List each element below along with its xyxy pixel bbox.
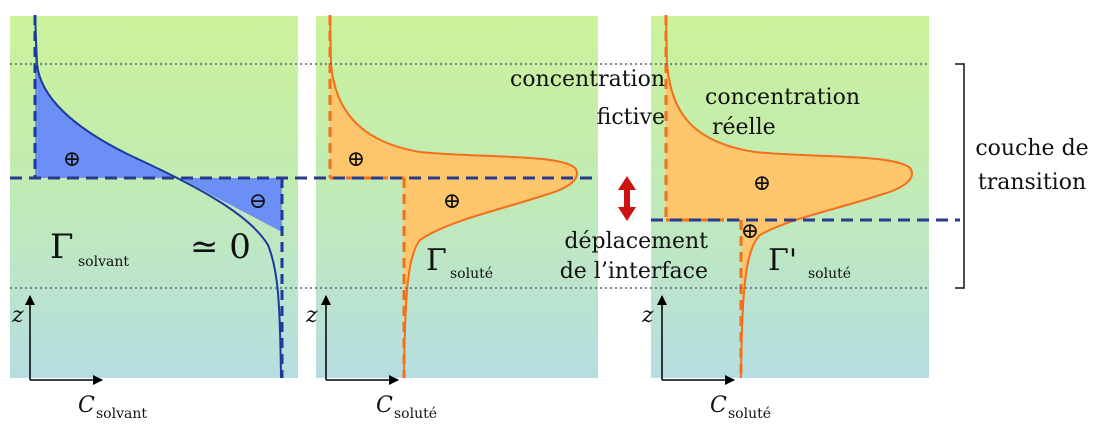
- solvant-negative-area: [180, 178, 282, 232]
- gamma-solute-symbol: Γ: [426, 243, 447, 278]
- axis-c-solute-label: C: [376, 393, 393, 418]
- concentration-reelle-label-line1: concentration: [705, 85, 860, 110]
- plus-sign: ⊕: [753, 171, 771, 196]
- axis-c-solute2-label: C: [710, 393, 727, 418]
- gamma-solvant-subscript: solvant: [78, 254, 129, 270]
- concentration-reelle-label-line2: réelle: [712, 115, 776, 140]
- approx-zero-label: ≃ 0: [190, 227, 251, 267]
- plus-sign: ⊕: [741, 219, 759, 244]
- minus-sign: ⊖: [249, 189, 267, 214]
- axis-z-label: z: [641, 303, 654, 328]
- solvant-profile-curve: [34, 14, 282, 379]
- solute-shifted-profile-curve: [665, 14, 913, 379]
- axis-c-solute2-subscript: soluté: [728, 406, 771, 421]
- gamma-solute-subscript: soluté: [450, 266, 493, 282]
- axis-c-solvant-label: C: [78, 393, 95, 418]
- solute-shifted-peak-area: [666, 15, 912, 378]
- plus-sign: ⊕: [443, 189, 461, 214]
- plus-sign: ⊕: [347, 147, 365, 172]
- axis-z-label: z: [305, 303, 318, 328]
- axes-solute: z C soluté: [305, 295, 437, 422]
- couche-transition-label-line1: couche de: [975, 136, 1088, 161]
- solute-peak-area: [330, 15, 577, 378]
- axis-c-solute-subscript: soluté: [394, 406, 437, 421]
- gamma-solute-prime-symbol: Γ': [768, 243, 797, 278]
- axes-solvant: z C solvant: [11, 295, 147, 422]
- concentration-fictive-label-line1: concentration: [510, 67, 665, 92]
- couche-transition-label-line2: transition: [978, 170, 1086, 195]
- concentration-fictive-label-line2: fictive: [597, 105, 665, 130]
- transition-bracket: [955, 63, 965, 289]
- panel-solute-shifted: ⊕ ⊕ Γ' soluté concentration réelle: [651, 14, 929, 379]
- deplacement-label-line1: déplacement: [564, 229, 708, 254]
- displacement-arrow: [618, 176, 636, 221]
- gamma-solute-prime-subscript: soluté: [808, 266, 851, 282]
- plus-sign: ⊕: [63, 147, 81, 172]
- panel-solute: ⊕ ⊕ Γ soluté: [316, 14, 598, 379]
- axes-solute-shifted: z C soluté: [641, 295, 771, 422]
- solute-profile-curve: [329, 14, 578, 379]
- panel-solvant: ⊕ ⊖ Γ solvant ≃ 0: [10, 14, 298, 379]
- solvant-positive-area: [35, 15, 180, 178]
- axis-c-solvant-subscript: solvant: [96, 406, 147, 421]
- gamma-solvant-symbol: Γ: [50, 227, 74, 267]
- axis-z-label: z: [11, 303, 24, 328]
- deplacement-label-line2: de l’interface: [560, 259, 708, 284]
